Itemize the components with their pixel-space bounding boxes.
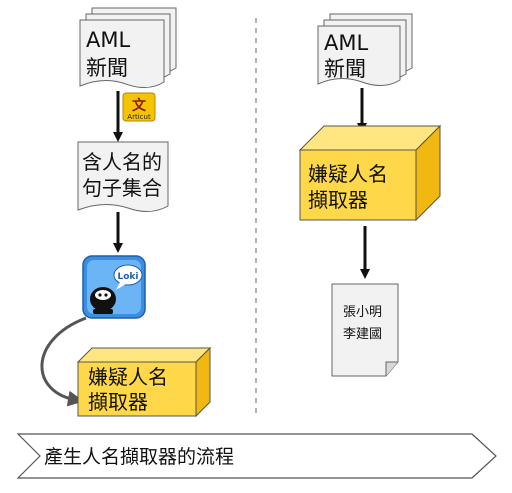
left-news-document: AML 新聞 [79, 7, 177, 88]
names-document: 張小明 李建國 [331, 283, 399, 377]
right-news-document: AML 新聞 [317, 13, 413, 86]
names-line1: 張小明 [343, 305, 382, 320]
banner-label: 產生人名擷取器的流程 [44, 446, 234, 468]
left-news-line1: AML [86, 28, 130, 52]
left-extractor-box: 嫌疑人名 擷取器 [76, 346, 212, 418]
sentence-set-line1: 含人名的 [82, 150, 162, 174]
process-banner: 產生人名擷取器的流程 [16, 433, 497, 479]
left-extractor-line1: 嫌疑人名 [88, 365, 168, 389]
articut-icon: 文 Articut [122, 92, 156, 122]
left-news-line2: 新聞 [86, 56, 128, 80]
right-extractor-box: 嫌疑人名 擷取器 [298, 124, 442, 222]
articut-glyph: 文 [132, 97, 147, 114]
names-line2: 李建國 [343, 327, 382, 342]
left-arrow-loki-to-extractor [40, 316, 87, 407]
loki-caption: Loki [118, 272, 139, 282]
right-extractor-line2: 擷取器 [308, 188, 368, 212]
sentence-set-document: 含人名的 句子集合 [77, 141, 169, 212]
sentence-set-line2: 句子集合 [82, 176, 162, 200]
loki-icon: Loki [82, 255, 146, 319]
right-news-line2: 新聞 [324, 57, 366, 81]
left-extractor-line2: 擷取器 [88, 390, 148, 414]
articut-caption: Articut [127, 113, 151, 121]
right-extractor-line1: 嫌疑人名 [308, 162, 388, 186]
right-news-line1: AML [324, 31, 368, 55]
